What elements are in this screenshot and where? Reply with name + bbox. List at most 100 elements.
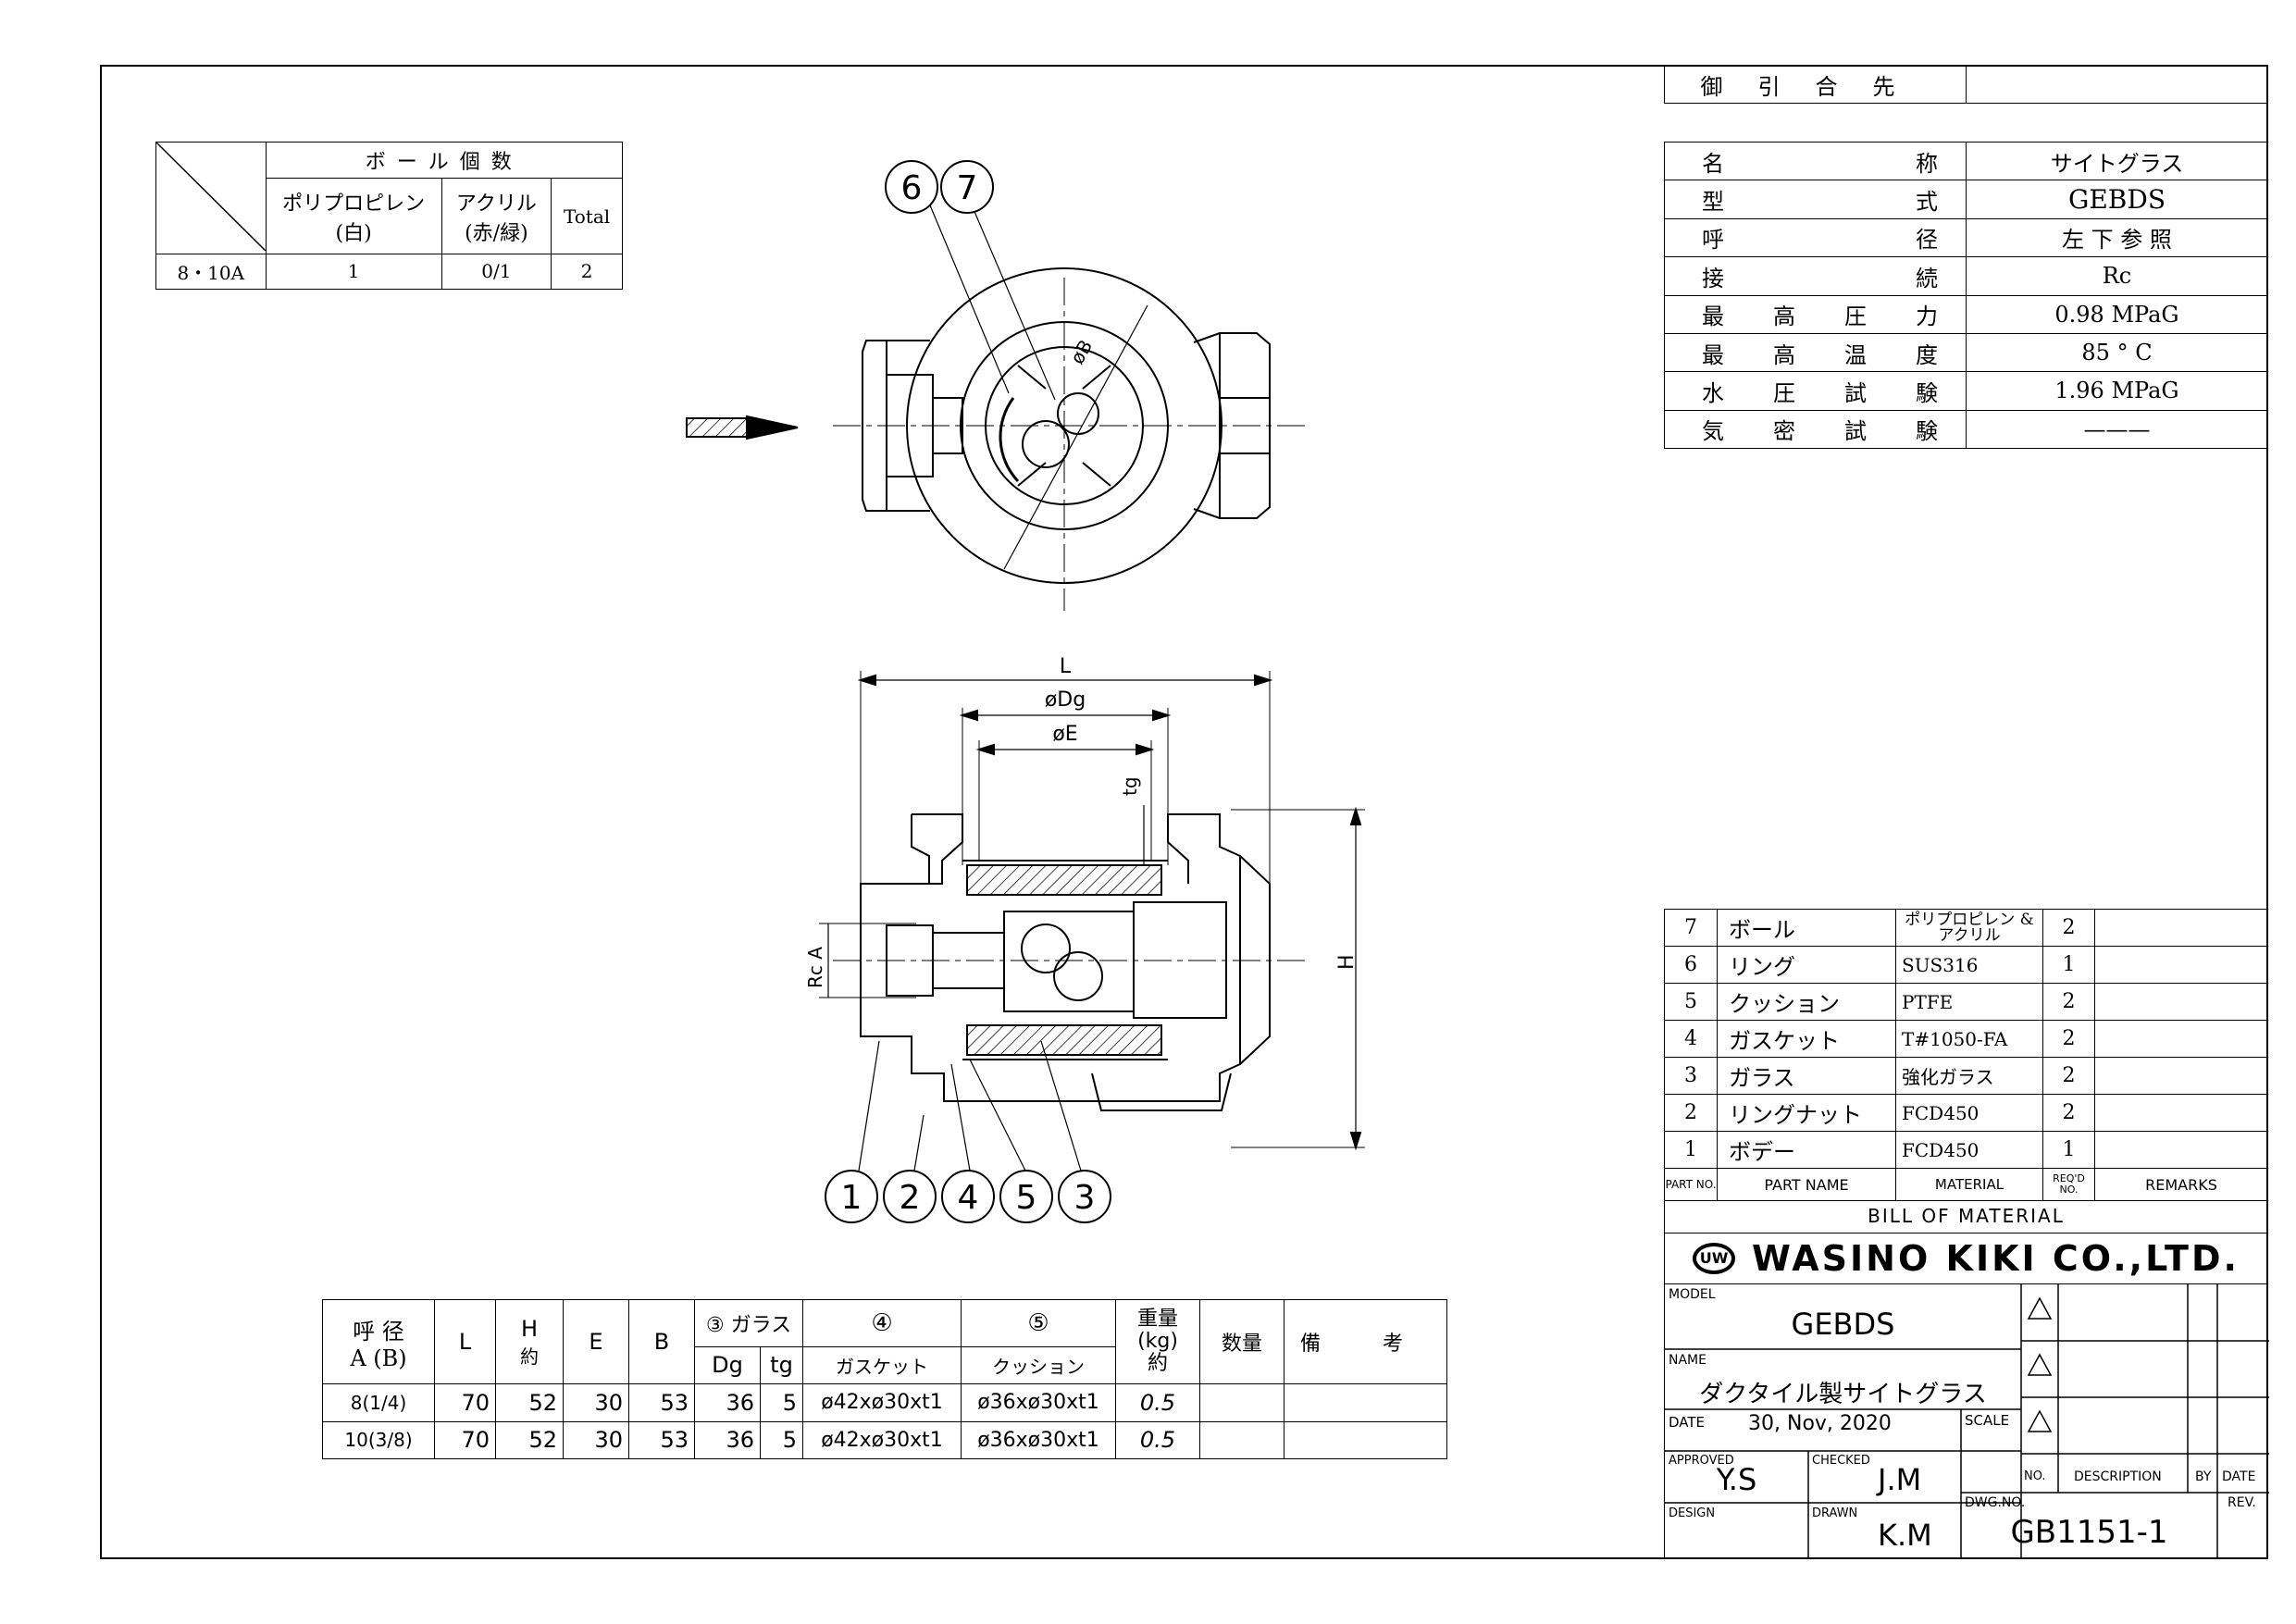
bom-no: 1 (1664, 1131, 1718, 1169)
dim-h-size2: A (B) (350, 1345, 407, 1371)
ball-col1-sub: (白) (335, 221, 372, 245)
rev-by-label: BY (2195, 1469, 2212, 1484)
ball-count-table: ボール個数 ポリプロピレン(白) アクリル(赤/緑) Total 8・10A 1… (155, 141, 624, 291)
drawing-sheet (100, 65, 2268, 1559)
customer-label: 御引合先 (1664, 65, 1967, 104)
dim-gasket: ø42xø30xt1 (802, 1420, 962, 1460)
approved-value: Y.S (1716, 1462, 1757, 1497)
bom-caption: BILL OF MATERIAL (1664, 1200, 2268, 1233)
spec-label-char: 称 (1916, 150, 1938, 177)
spec-value: Rc (1966, 256, 2268, 296)
spec-value: ——— (1966, 409, 2268, 450)
spec-label: 型式 (1665, 183, 1966, 216)
company-name: WASINO KIKI CO.,LTD. (1752, 1238, 2240, 1279)
spec-label: 呼径 (1665, 221, 1966, 254)
dim-E-label: øE (1052, 723, 1077, 746)
rev-date-label: DATE (2222, 1469, 2256, 1484)
model-value: GEBDS (1791, 1307, 1895, 1342)
date-label: DATE (1669, 1414, 1706, 1431)
dim-h-weight-unit: (kg) (1137, 1330, 1178, 1354)
balloon-7: 7 (957, 169, 978, 207)
dim-h-gasket: ガスケット (802, 1345, 962, 1385)
name-value: ダクタイル製サイトグラス (1699, 1381, 1987, 1408)
bom-qty: 2 (2042, 983, 2095, 1021)
ball-count-title: ボール個数 (265, 141, 624, 180)
diagonal-cell (155, 142, 267, 254)
dim-weight: 0.5 (1115, 1383, 1200, 1422)
dim-Dg: 36 (694, 1383, 761, 1422)
balloon-5: 5 (1016, 1179, 1037, 1217)
spec-label-char: 型 (1702, 189, 1724, 216)
ball-row-v3: 2 (551, 253, 623, 291)
dim-weight: 0.5 (1115, 1420, 1200, 1460)
spec-label-char: 続 (1916, 265, 1938, 291)
dim-h-weight-sub: 約 (1147, 1352, 1168, 1376)
balloon-2: 2 (900, 1179, 921, 1217)
bom-remarks (2094, 1020, 2268, 1058)
dim-RcA-label: Rc A (804, 947, 826, 988)
dwg-label: DWG.NO. (1965, 1495, 2026, 1510)
spec-label: 接続 (1665, 260, 1966, 292)
spec-label-char: 密 (1773, 418, 1795, 445)
bom-qty: 1 (2042, 946, 2095, 984)
spec-label-char: 呼 (1702, 227, 1724, 254)
spec-label-char: 水 (1702, 379, 1724, 406)
spec-label-char: 圧 (1773, 379, 1795, 406)
bom-hdr-material: MATERIAL (1895, 1168, 2043, 1201)
ball-col3: Total (551, 178, 623, 254)
dim-tg-label: tg (1119, 776, 1141, 796)
spec-label-char: 径 (1916, 227, 1938, 254)
bom-hdr-qty: REQ'D NO. (2042, 1168, 2095, 1201)
dwg-value: GB1151-1 (2010, 1514, 2168, 1551)
bom-no: 2 (1664, 1094, 1718, 1132)
balloon-1: 1 (841, 1179, 863, 1217)
dim-B: 53 (628, 1420, 695, 1460)
spec-label: 最高圧力 (1665, 298, 1966, 330)
spec-label-char: 温 (1844, 341, 1867, 368)
spec-label: 気密試験 (1665, 413, 1966, 445)
title-block: MODEL GEBDS NAME ダクタイル製サイトグラス DATE 30, N… (1664, 1284, 2269, 1559)
dim-E: 30 (563, 1420, 629, 1460)
ball-col1: ポリプロピレン (282, 192, 426, 216)
spec-row: 気密試験——— (1664, 409, 2268, 450)
dim-size: 10(3/8) (322, 1420, 435, 1460)
dim-H-label: H (1335, 954, 1359, 970)
name-label: NAME (1669, 1353, 1706, 1368)
bom-material: FCD450 (1895, 1131, 2043, 1169)
spec-label-char: 度 (1916, 341, 1938, 368)
dim-H: 52 (495, 1420, 564, 1460)
dim-L-label: L (1060, 655, 1072, 678)
bom-hdr-remarks: REMARKS (2094, 1168, 2268, 1201)
dim-h-Dg: Dg (694, 1345, 761, 1385)
spec-label-char: 最 (1702, 341, 1724, 368)
bom-name: ボール (1717, 909, 1896, 947)
ball-col2-sub: (赤/緑) (465, 221, 528, 245)
dim-L: 70 (434, 1383, 496, 1422)
spec-label-char: 式 (1916, 189, 1938, 216)
dim-Dg-label: øDg (1045, 688, 1086, 712)
balloons-bottom (825, 1170, 1111, 1223)
bom-name: リング (1717, 946, 1896, 984)
drawn-label: DRAWN (1812, 1506, 1858, 1520)
dim-cushion: ø36xø30xt1 (961, 1420, 1116, 1460)
bom-no: 7 (1664, 909, 1718, 947)
dim-remarks (1284, 1420, 1447, 1460)
approved-label: APPROVED (1669, 1454, 1734, 1468)
dim-h-size: 呼 径 (353, 1318, 404, 1345)
spec-label-char: 接 (1702, 265, 1724, 291)
bom-qty: 2 (2042, 1057, 2095, 1095)
spec-label-char: 最 (1702, 304, 1724, 330)
bom-name: リングナット (1717, 1094, 1896, 1132)
balloons-top (885, 160, 994, 214)
spec-row: 名称サイトグラス (1664, 141, 2268, 181)
dim-h-B: B (628, 1298, 695, 1385)
bom-no: 5 (1664, 983, 1718, 1021)
dim-h-weight: 重量 (1136, 1308, 1178, 1332)
spec-label-char: 験 (1916, 379, 1938, 406)
